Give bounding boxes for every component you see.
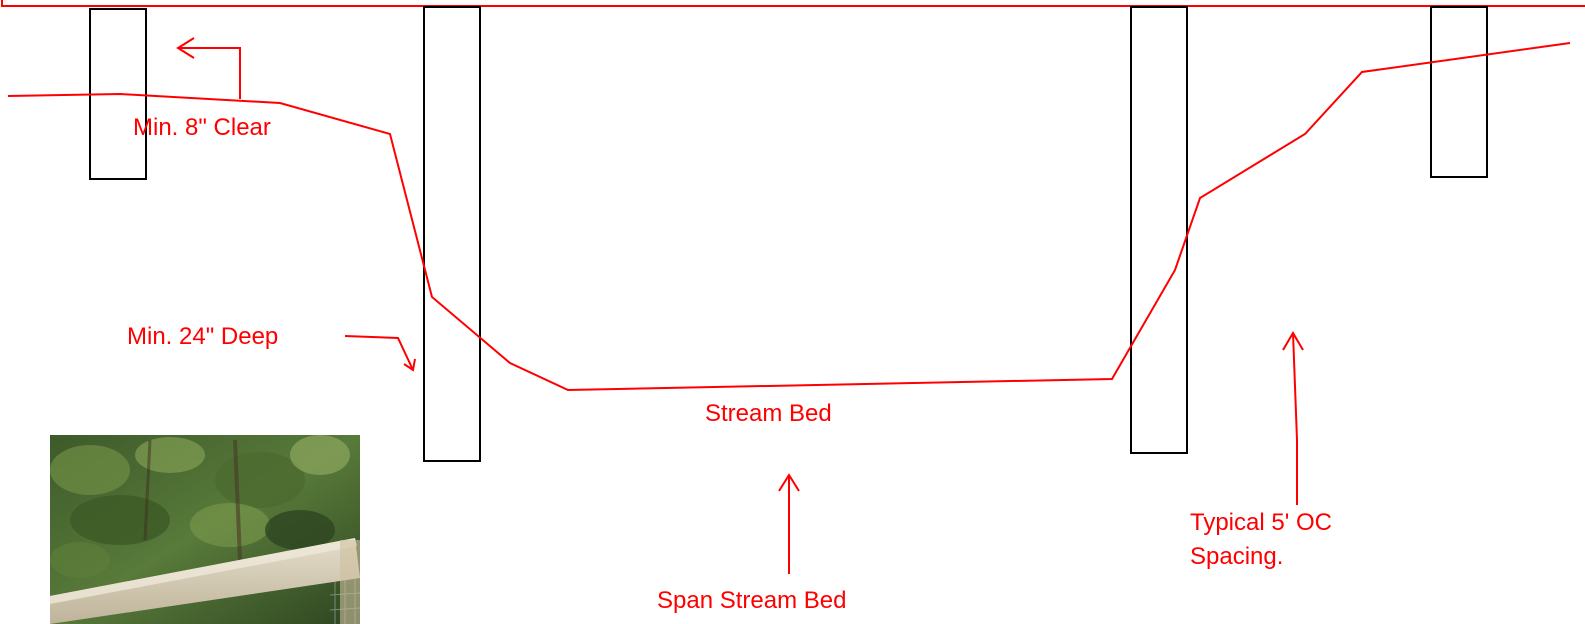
post-3 [1130,6,1188,454]
span-label: Span Stream Bed [657,587,846,614]
fence-photo [50,435,361,624]
post-2 [423,6,481,462]
spacing-label-line1: Typical 5' OC [1190,509,1332,536]
span-arrow-icon [778,473,800,574]
depth-label: Min. 24" Deep [127,323,278,350]
post-4 [1430,6,1488,178]
top-rail-line [1,0,1585,7]
stream-bed-label: Stream Bed [705,400,832,427]
ground-profile-line [7,42,1571,392]
spacing-arrow-icon [1282,331,1304,505]
spacing-label-line2: Spacing. [1190,543,1283,570]
depth-arrow-icon [344,335,416,372]
clearance-arrow-icon [176,37,241,99]
clearance-label: Min. 8" Clear [133,114,271,141]
